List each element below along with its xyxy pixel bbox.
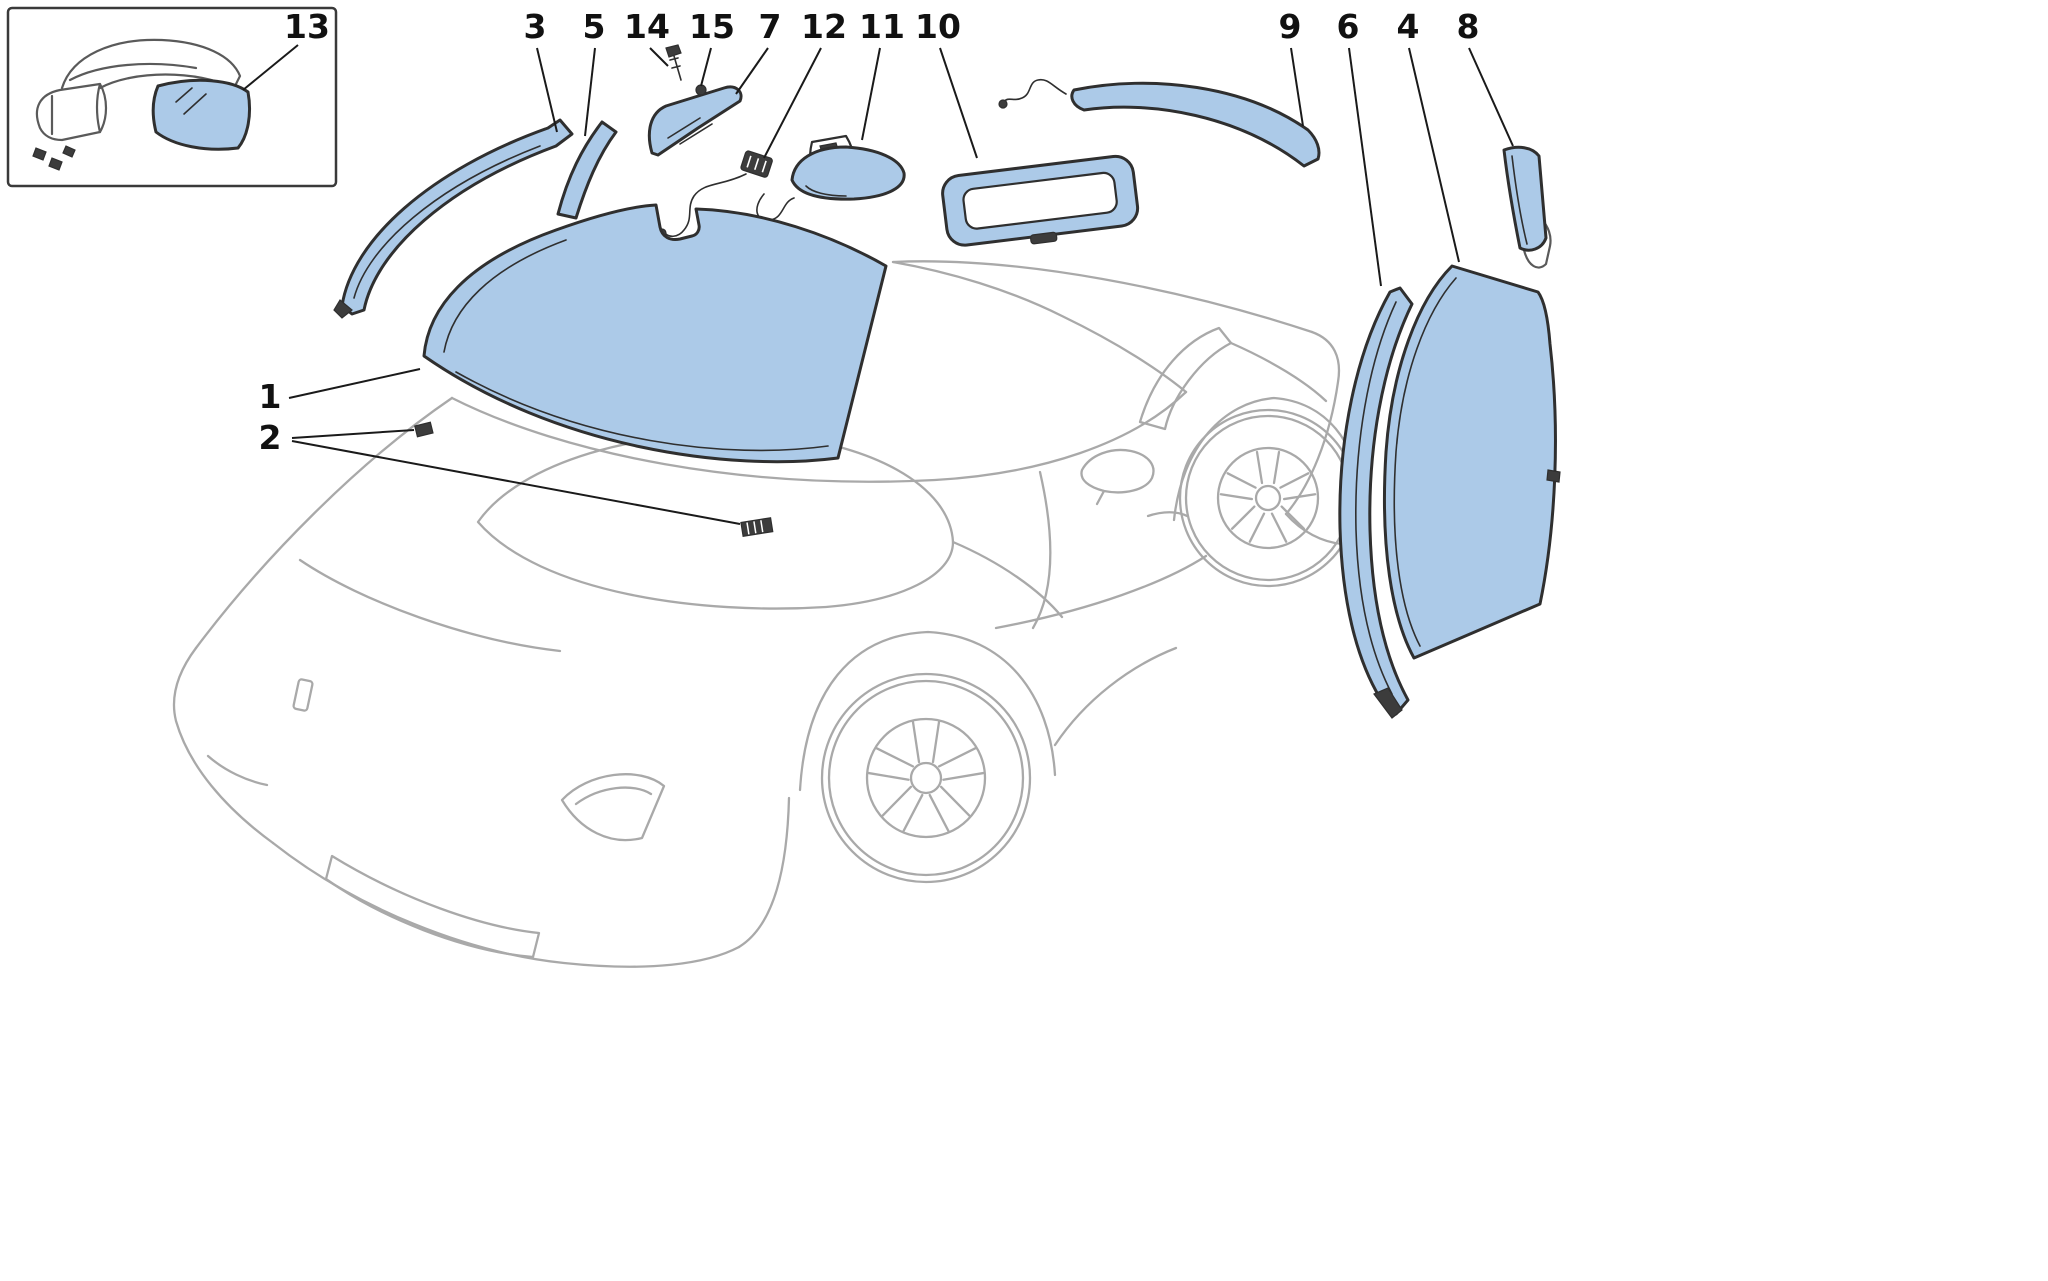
front-wheel [820,672,1032,884]
callout-label-11: 11 [859,7,905,46]
mirror-housing [35,38,242,142]
leader-lines [242,44,1514,525]
mirror-screws [32,145,76,171]
callout-label-15: 15 [689,7,735,46]
callout-label-10: 10 [915,7,961,46]
callout-label-3: 3 [524,7,547,46]
callout-label-2: 2 [259,418,282,457]
windscreen-upper-trim [556,120,618,220]
quarter-window-glass [647,85,743,157]
windscreen-clips [414,421,774,537]
callout-label-8: 8 [1457,7,1480,46]
callout-label-14: 14 [624,7,670,46]
callout-label-7: 7 [759,7,782,46]
screw [665,44,682,81]
mirror-glass [151,78,252,151]
callout-label-12: 12 [801,7,847,46]
windscreen-glass [422,203,888,464]
quarter-trim [1502,145,1552,269]
rear-window-gasket [941,154,1140,247]
door-glass [1382,264,1561,660]
callout-label-6: 6 [1337,7,1360,46]
exterior-mirror [756,134,906,221]
windscreen-pillar-trim [333,118,574,319]
door-glass-run-seal [1338,286,1414,719]
callout-label-13: 13 [284,7,330,46]
grommet [695,84,707,96]
rear-screen-glass [998,78,1321,168]
car-body-outline [172,260,1362,968]
callout-label-4: 4 [1397,7,1420,46]
rear-wheel [1178,408,1358,588]
side-mirror-inset [6,6,338,188]
callout-labels: 1 2 3 4 5 6 7 8 9 10 11 12 13 14 15 [259,7,1480,457]
callout-label-1: 1 [259,377,282,416]
callout-label-5: 5 [583,7,606,46]
callout-label-9: 9 [1279,7,1302,46]
